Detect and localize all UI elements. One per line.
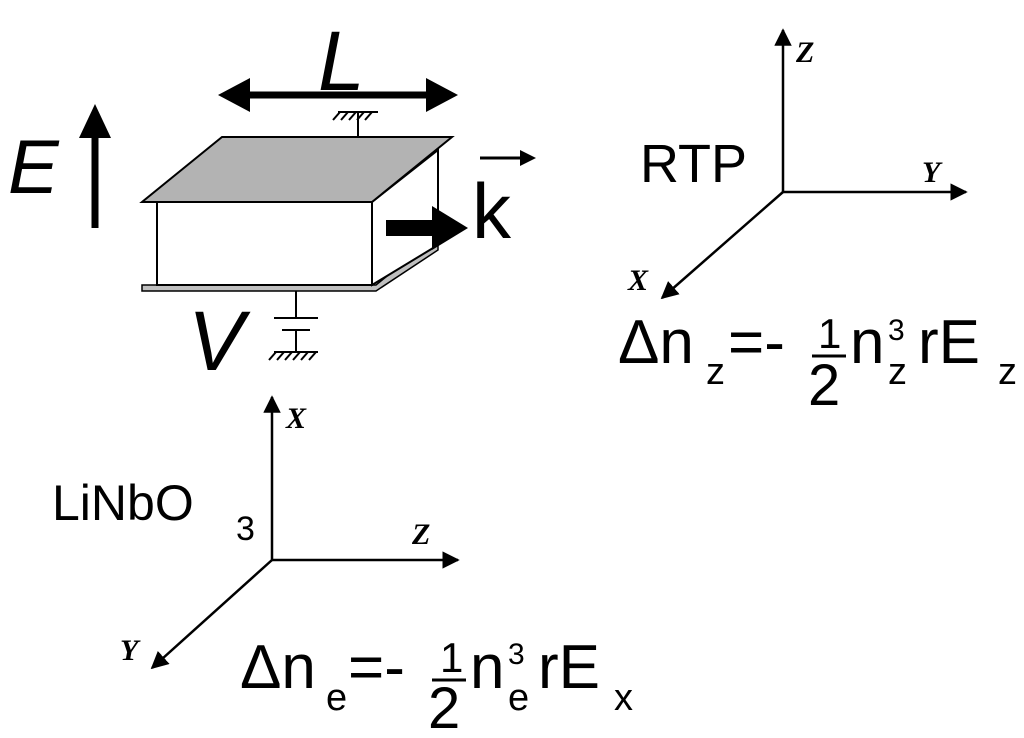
linbo3-eq-e-sub: x xyxy=(614,677,633,719)
linbo3-eq-lhs-sub: e xyxy=(326,677,347,719)
crystal-front-face xyxy=(156,201,373,286)
rtp-eq-n-sub: z xyxy=(888,351,907,393)
linbo3-crystal-name-sub: 3 xyxy=(236,510,255,548)
rtp-eq-lhs-sub: z xyxy=(706,351,725,393)
length-arrow xyxy=(218,78,458,112)
linbo3-eq-rest: rE xyxy=(538,633,600,702)
rtp-eq-e-sub: z xyxy=(998,351,1017,393)
linbo3-eq-n: n xyxy=(470,633,504,702)
rtp-eq-rest: rE xyxy=(918,308,980,377)
linbo3-eq-lhs: Δn xyxy=(240,633,316,702)
rtp-axis-x-label: X xyxy=(627,264,649,297)
voltage-label: V xyxy=(188,294,251,388)
wavevector-label: k xyxy=(472,167,512,255)
rtp-eq-n-sup: 3 xyxy=(888,314,905,347)
linbo3-eq-n-sub: e xyxy=(508,677,529,719)
linbo3-axis-y-label: Y xyxy=(120,634,141,667)
linbo3-axis-x-label: X xyxy=(285,402,307,435)
linbo3-eq-n-sup: 3 xyxy=(508,638,525,671)
linbo3-eq-frac-num: 1 xyxy=(440,634,463,681)
linbo3-axes xyxy=(150,395,460,670)
rtp-axes xyxy=(660,28,968,300)
linbo3-crystal-name: LiNbO xyxy=(52,475,194,531)
linbo3-eq-equals: =- xyxy=(348,633,405,702)
voltage-source-symbol xyxy=(268,291,318,361)
rtp-axis-y-label: Y xyxy=(922,156,943,189)
top-electrode xyxy=(139,136,455,203)
rtp-eq-n: n xyxy=(850,308,884,377)
linbo3-eq-frac-den: 2 xyxy=(428,676,460,738)
crystal-illustration: L xyxy=(8,14,536,388)
rtp-eq-equals: =- xyxy=(728,308,785,377)
rtp-equation: Δn z =- 1 2 n 3 z rE z xyxy=(618,308,1017,418)
field-arrow xyxy=(79,104,111,228)
field-label: E xyxy=(8,125,60,210)
length-label: L xyxy=(318,14,365,108)
rtp-eq-frac-den: 2 xyxy=(808,353,840,418)
rtp-axis-z-label: Z xyxy=(795,36,814,69)
linbo3-axis-z-label: Z xyxy=(411,518,430,551)
linbo3-equation: Δn e =- 1 2 n 3 e rE x xyxy=(240,633,633,738)
rtp-eq-lhs: Δn xyxy=(618,308,694,377)
wavevector-vector-arrow xyxy=(480,150,536,166)
rtp-crystal-name: RTP xyxy=(640,134,747,194)
rtp-eq-frac-num: 1 xyxy=(818,310,841,357)
propagation-arrow xyxy=(386,206,468,250)
